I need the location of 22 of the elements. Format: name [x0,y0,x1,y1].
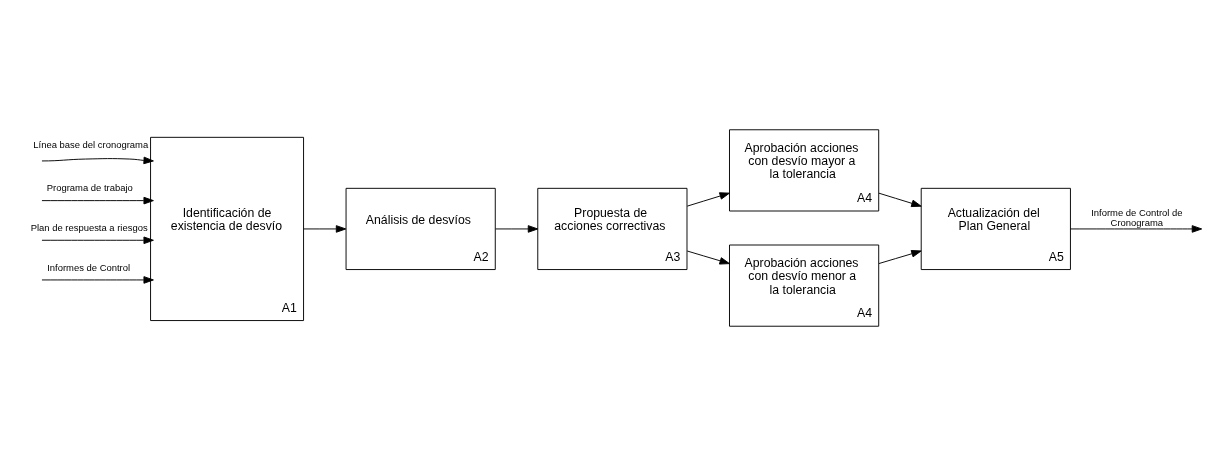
edge-label: Informes de Control [47,261,131,273]
node-box: Actualización del Plan General A5 [920,187,1071,270]
node-box: Aprobación acciones con desvío mayor a la tolerancia A4 [729,128,880,211]
arrow [686,250,730,265]
arrow [41,156,154,164]
node-box: Propuesta de acciones correctivas A3 [537,187,688,270]
node-box: Aprobación acciones con desvío menor a la tolerancia A4 [729,244,880,327]
arrow [303,224,347,233]
arrow [878,249,922,264]
arrow [41,275,154,284]
edge-label: Línea base del cronograma [33,138,149,150]
edge-label: Plan de respuesta a riesgos [30,221,148,233]
node-box: Análisis de desvíos A2 [345,187,496,270]
edge-label: Programa de trabajo [46,181,133,193]
arrow [878,192,922,207]
node-box: Identificación de existencia de desvío A1 [150,136,305,321]
arrow [1070,224,1203,233]
edge-label: Informe de Control de Cronograma [1091,206,1183,228]
arrow [41,236,154,244]
arrow [41,196,154,204]
arrow [686,191,730,207]
arrow [495,224,539,233]
